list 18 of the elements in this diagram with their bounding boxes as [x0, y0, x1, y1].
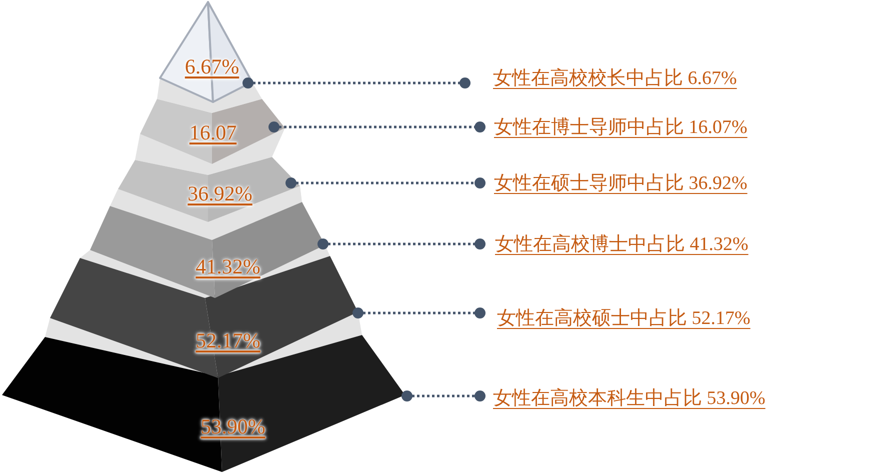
- callout-text: 女性在硕士导师中占比 36.92%: [494, 170, 748, 196]
- percentage-label: 53.90%: [200, 414, 266, 440]
- callout-text: 女性在高校本科生中占比 53.90%: [493, 385, 766, 411]
- leader-line: [352, 308, 486, 318]
- percentage-label: 16.07: [189, 120, 237, 146]
- leader-line: [402, 390, 486, 402]
- callout-text: 女性在高校博士中占比 41.32%: [495, 231, 748, 257]
- leader-line: [268, 122, 486, 132]
- leader-line: [318, 238, 486, 250]
- percentage-label: 52.17%: [196, 328, 260, 354]
- leader-line: [286, 178, 486, 188]
- percentage-label: 36.92%: [188, 182, 252, 206]
- callout-text: 女性在博士导师中占比 16.07%: [494, 114, 748, 140]
- callout-text: 女性在高校校长中占比 6.67%: [493, 65, 737, 91]
- percentage-label: 41.32%: [196, 254, 260, 280]
- callout-text: 女性在高校硕士中占比 52.17%: [497, 305, 750, 331]
- leader-line: [242, 78, 470, 88]
- percentage-label: 6.67%: [184, 54, 240, 80]
